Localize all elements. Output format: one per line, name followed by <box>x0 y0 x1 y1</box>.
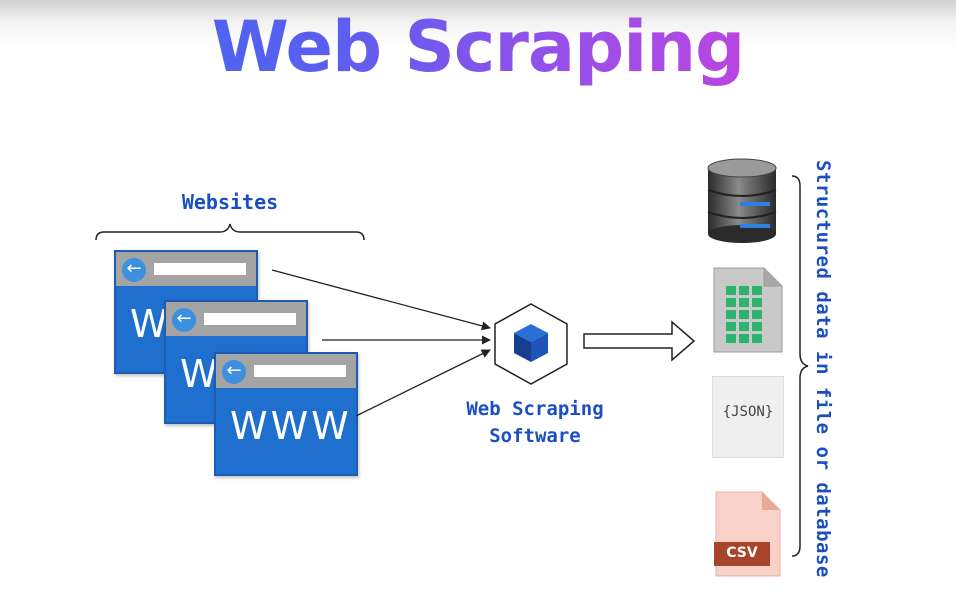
json-label: {JSON} <box>722 404 774 420</box>
arrow-left-icon: ← <box>122 258 146 282</box>
arrow-left-icon: ← <box>172 308 196 332</box>
spreadsheet-icon <box>713 267 783 353</box>
output-arrow <box>583 320 696 362</box>
database-icon <box>707 158 777 243</box>
software-label: Web Scraping Software <box>450 396 620 450</box>
websites-label: Websites <box>181 190 279 214</box>
csv-file-icon: CSV <box>714 490 782 578</box>
structured-data-text: Structured data in file or database <box>812 160 834 578</box>
software-label-line1: Web Scraping <box>466 398 604 420</box>
website-window-3: ← WWW <box>214 352 358 476</box>
json-file-icon: {JSON} <box>712 376 784 458</box>
software-label-line2: Software <box>489 425 581 447</box>
browser-www-text: WWW <box>230 404 352 448</box>
csv-label: CSV <box>726 545 758 561</box>
websites-brace <box>95 223 365 241</box>
arrow-left-icon: ← <box>222 360 246 384</box>
structured-data-label: Structured data in file or database <box>812 160 872 578</box>
cube-icon <box>494 303 568 385</box>
output-brace <box>791 175 809 557</box>
page-title: Web Scraping <box>0 6 956 88</box>
